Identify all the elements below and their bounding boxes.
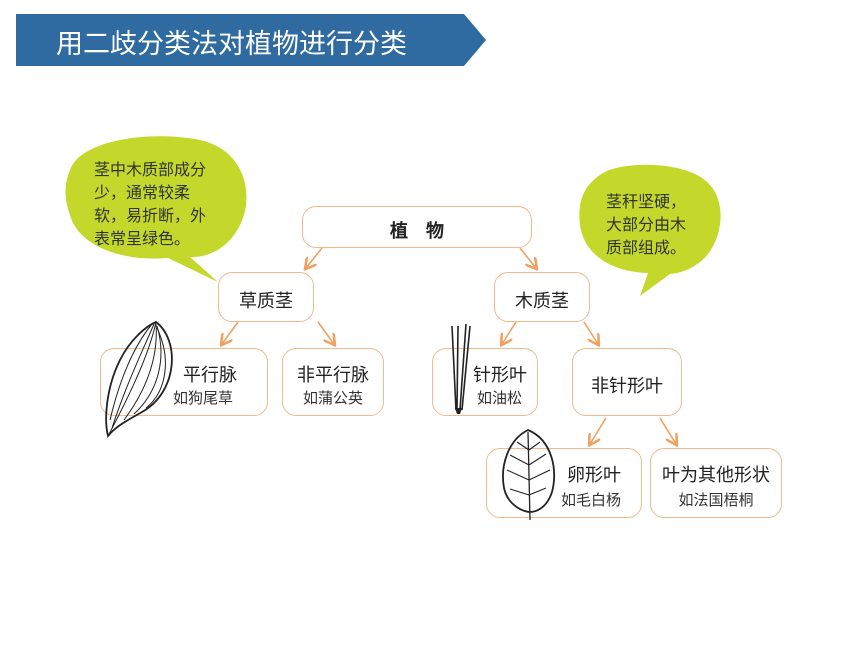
arrow-right-nonneedle bbox=[583, 321, 598, 344]
node-parallel-vein-label: 平行脉 bbox=[183, 365, 237, 386]
node-non-parallel-vein-example: 如蒲公英 bbox=[302, 389, 363, 407]
arrow-right-needle bbox=[502, 321, 517, 344]
node-woody-label: 木质茎 bbox=[515, 291, 569, 312]
node-other-shape: 叶为其他形状 如法国梧桐 bbox=[650, 448, 782, 518]
node-herbaceous-label: 草质茎 bbox=[239, 291, 293, 312]
node-needle-leaf-example: 如油松 bbox=[477, 389, 523, 407]
title-banner-shape bbox=[16, 14, 486, 66]
node-non-needle-leaf-label: 非针形叶 bbox=[591, 376, 663, 397]
node-non-parallel-vein-label: 非平行脉 bbox=[297, 365, 369, 386]
node-needle-leaf-label: 针形叶 bbox=[473, 365, 527, 386]
node-parallel-vein-example: 如狗尾草 bbox=[173, 389, 234, 407]
node-other-shape-example: 如法国梧桐 bbox=[678, 491, 754, 509]
node-non-needle-leaf: 非针形叶 bbox=[572, 348, 682, 416]
node-ovate-leaf: 卵形叶 如毛白杨 bbox=[486, 448, 642, 518]
left-note-bubble bbox=[65, 136, 247, 282]
arrow-root-right bbox=[519, 247, 536, 268]
arrow-root-left bbox=[306, 247, 323, 268]
node-root-label: 植 物 bbox=[390, 221, 444, 242]
page-title: 用二歧分类法对植物进行分类 bbox=[56, 29, 407, 60]
arrow-left-nonparallel bbox=[317, 321, 334, 344]
node-other-shape-label: 叶为其他形状 bbox=[662, 465, 770, 486]
arrow-nonneedle-ovate bbox=[590, 417, 607, 444]
node-ovate-leaf-example: 如毛白杨 bbox=[561, 491, 622, 509]
left-note: 茎中木质部成分 少，通常较柔 软，易折断，外 表常呈绿色。 bbox=[94, 160, 207, 248]
right-note-bubble bbox=[579, 164, 721, 296]
node-root: 植 物 bbox=[302, 206, 532, 248]
arrow-nonneedle-other bbox=[659, 417, 676, 444]
node-needle-leaf: 针形叶 如油松 bbox=[432, 348, 538, 416]
right-note: 茎秆坚硬， 大部分由木 质部组成。 bbox=[606, 192, 687, 257]
node-non-parallel-vein: 非平行脉 如蒲公英 bbox=[282, 348, 384, 416]
node-herbaceous: 草质茎 bbox=[218, 272, 314, 322]
arrow-left-parallel bbox=[222, 321, 239, 344]
node-parallel-vein: 平行脉 如狗尾草 bbox=[100, 348, 268, 416]
node-woody: 木质茎 bbox=[494, 272, 590, 322]
node-ovate-leaf-label: 卵形叶 bbox=[567, 465, 621, 486]
